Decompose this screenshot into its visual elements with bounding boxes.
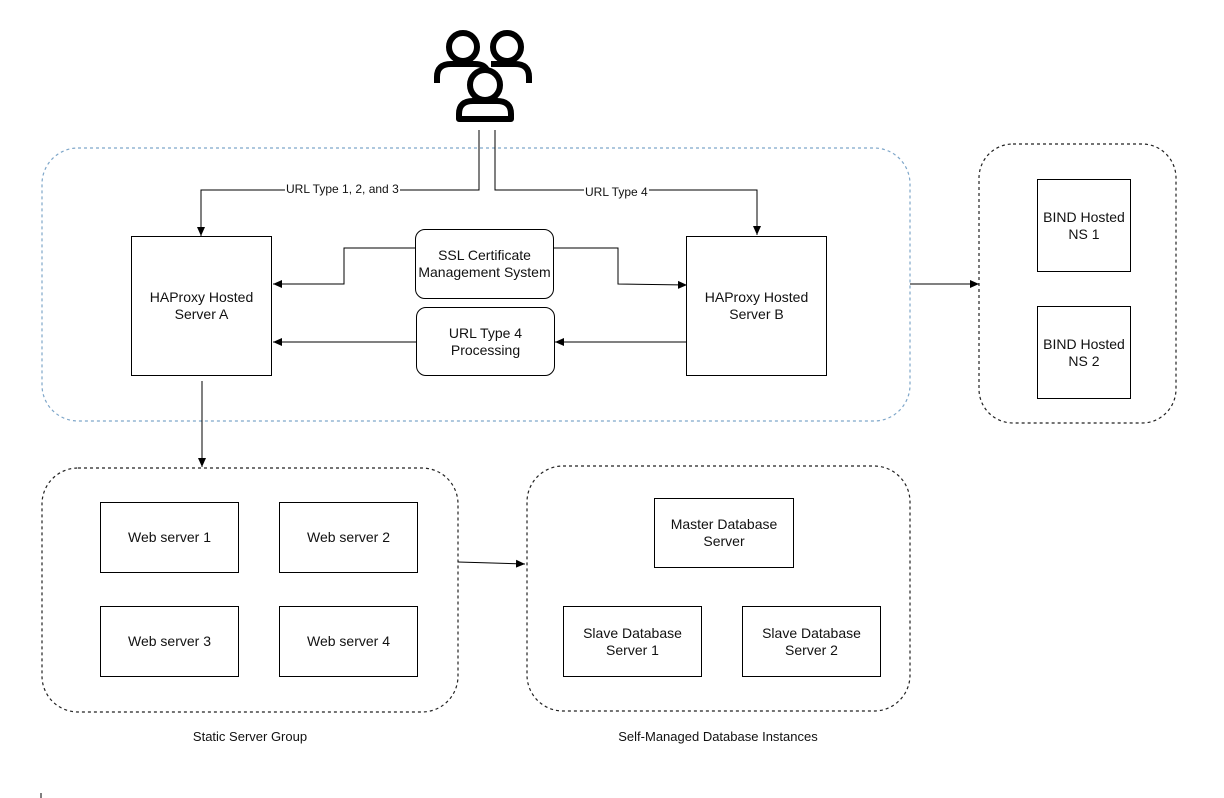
web-server-3-label: Web server 3 xyxy=(128,633,211,649)
web-server-1-label: Web server 1 xyxy=(128,529,211,545)
web-server-2-label: Web server 2 xyxy=(307,529,390,545)
bind-ns2-label: BIND Hosted NS 2 xyxy=(1043,335,1125,369)
database-group xyxy=(526,465,911,712)
edge-static-to-database xyxy=(457,559,526,568)
web-server-3[interactable]: Web server 3 xyxy=(100,606,239,677)
edge-ssl-to-haproxy-a xyxy=(273,247,415,288)
url-type-4-processing[interactable]: URL Type 4 Processing xyxy=(416,307,555,376)
edge-label-url-type-123: URL Type 1, 2, and 3 xyxy=(285,182,400,196)
bind-ns1-label: BIND Hosted NS 1 xyxy=(1043,208,1125,242)
ssl-certificate-management-label: SSL Certificate Management System xyxy=(418,247,551,280)
master-database-server[interactable]: Master Database Server xyxy=(654,498,794,568)
haproxy-server-b[interactable]: HAProxy Hosted Server B xyxy=(686,236,827,376)
web-server-4-label: Web server 4 xyxy=(307,633,390,649)
bind-ns1[interactable]: BIND Hosted NS 1 xyxy=(1037,179,1131,272)
slave-database-server-2[interactable]: Slave Database Server 2 xyxy=(742,606,881,677)
haproxy-server-a[interactable]: HAProxy Hosted Server A xyxy=(131,236,272,376)
master-database-server-label: Master Database Server xyxy=(670,516,778,549)
edge-users-to-haproxy-b xyxy=(494,130,761,235)
slave-database-server-1-label: Slave Database Server 1 xyxy=(583,624,682,658)
load-balancer-group xyxy=(41,147,911,422)
bind-ns2[interactable]: BIND Hosted NS 2 xyxy=(1037,306,1131,399)
ssl-certificate-management[interactable]: SSL Certificate Management System xyxy=(415,229,554,299)
url-type-4-processing-label: URL Type 4 Processing xyxy=(448,324,523,358)
haproxy-server-b-label: HAProxy Hosted Server B xyxy=(704,289,809,322)
web-server-1[interactable]: Web server 1 xyxy=(100,502,239,573)
database-group-label: Self-Managed Database Instances xyxy=(618,729,818,744)
web-server-2[interactable]: Web server 2 xyxy=(279,502,418,573)
static-server-group xyxy=(41,467,459,713)
edge-label-url-type-4: URL Type 4 xyxy=(584,185,649,199)
edge-ssl-to-haproxy-b xyxy=(554,247,688,289)
haproxy-server-a-label: HAProxy Hosted Server A xyxy=(149,289,254,322)
users-group-icon xyxy=(434,30,532,122)
slave-database-server-2-label: Slave Database Server 2 xyxy=(762,624,861,658)
static-server-group-label: Static Server Group xyxy=(192,729,308,744)
web-server-4[interactable]: Web server 4 xyxy=(279,606,418,677)
slave-database-server-1[interactable]: Slave Database Server 1 xyxy=(563,606,702,677)
